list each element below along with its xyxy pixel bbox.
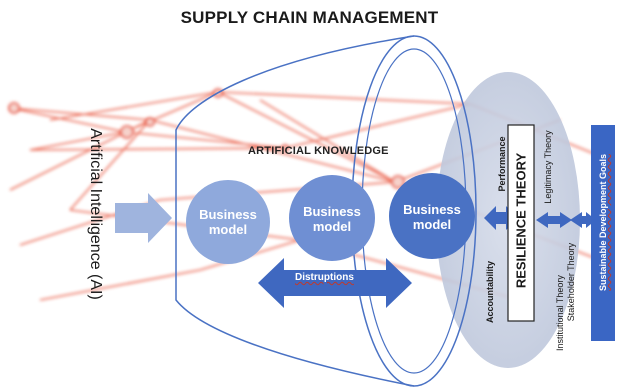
- business-model-label-2: Business model: [303, 204, 361, 234]
- funnel-outline: [175, 35, 415, 387]
- business-model-circle-1: [186, 180, 270, 264]
- stakeholder-theory-label: Stakeholder Theory: [566, 242, 576, 322]
- legitimacy-theory-label: Legitimacy Theory: [543, 130, 553, 204]
- network-nodes: [8, 88, 405, 189]
- legitimacy-arrow: [536, 212, 572, 228]
- stakeholder-arrow: [570, 212, 596, 228]
- accountability-label: Accountability: [485, 261, 495, 324]
- business-model-label-1: Business model: [199, 207, 257, 237]
- page-title: SUPPLY CHAIN MANAGEMENT: [180, 8, 439, 27]
- ai-arrow: [115, 193, 172, 243]
- distruptions-arrow: [258, 258, 412, 308]
- distruptions-label: Distruptions: [295, 272, 354, 283]
- sdg-label: Sustainable Development Goals: [598, 153, 608, 291]
- sdg-box: [591, 125, 615, 341]
- resilience-theory-label: RESILIENCE THEORY: [513, 152, 529, 289]
- artificial-knowledge-label: ARTIFICIAL KNOWLEDGE: [248, 145, 389, 157]
- business-model-circle-3: [389, 173, 475, 259]
- business-model-circle-2: [289, 175, 375, 261]
- ai-label: Artificial Intelligence (AI): [87, 128, 104, 300]
- business-model-label-3: Business model: [403, 202, 461, 232]
- performance-label: Performance: [497, 136, 507, 192]
- resilience-box: [507, 124, 535, 322]
- institutional-theory-label: Institutional Theory: [555, 275, 565, 351]
